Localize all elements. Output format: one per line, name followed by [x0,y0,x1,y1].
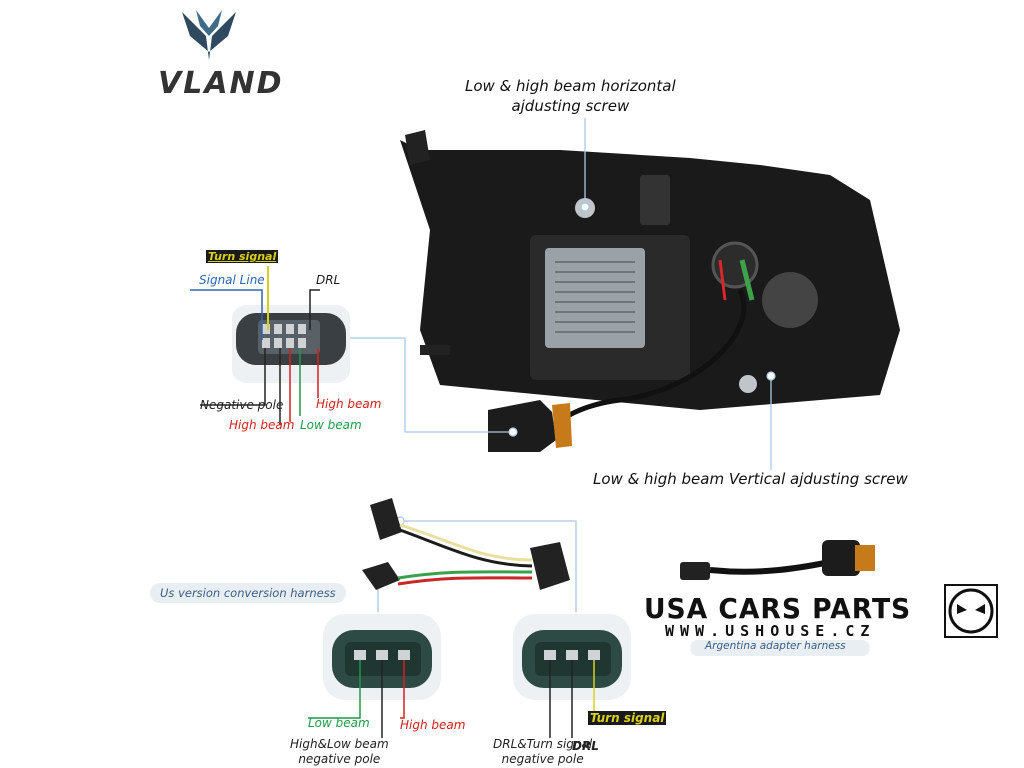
vertical-screw-label: Low & high beam Vertical ajdusting screw [593,470,908,488]
bottom-plug-left [323,614,441,700]
high-beam-label-left: High beam [229,418,295,432]
turn-signal-label: Turn signal [206,250,279,263]
argentina-harness-title: Argentina adapter harness [705,640,846,652]
watermark-url: WWW.USHOUSE.CZ [665,622,876,640]
headlight-assembly [400,130,900,427]
high-beam-label-right: High beam [316,397,382,411]
vland-emblem-icon [182,10,236,60]
main-plug [232,305,350,383]
bottom-drl-label: DRL [572,739,599,753]
brand-name: VLAND [158,66,284,101]
low-beam-label: Low beam [300,418,362,432]
drl-label: DRL [316,273,341,287]
drl-turn-negative-label: DRL&Turn signal negative pole [493,737,593,766]
horizontal-screw-label: Low & high beam horizontal ajdusting scr… [465,77,676,115]
bottom-turn-signal-label: Turn signal [588,711,667,725]
us-harness-title: Us version conversion harness [150,583,346,603]
argentina-harness [680,540,875,580]
bottom-low-beam-label: Low beam [308,716,370,730]
signal-line-label: Signal Line [199,273,265,287]
negative-pole-label: Negative pole [200,398,284,412]
hl-negative-label: High&Low beam negative pole [290,737,389,766]
conversion-harness [362,498,570,590]
usa-cars-emblem [944,584,998,638]
rear-connector [488,400,572,452]
watermark-title: USA CARS PARTS [644,592,912,625]
bottom-plug-right [513,614,631,700]
bottom-high-beam-label: High beam [400,718,466,732]
